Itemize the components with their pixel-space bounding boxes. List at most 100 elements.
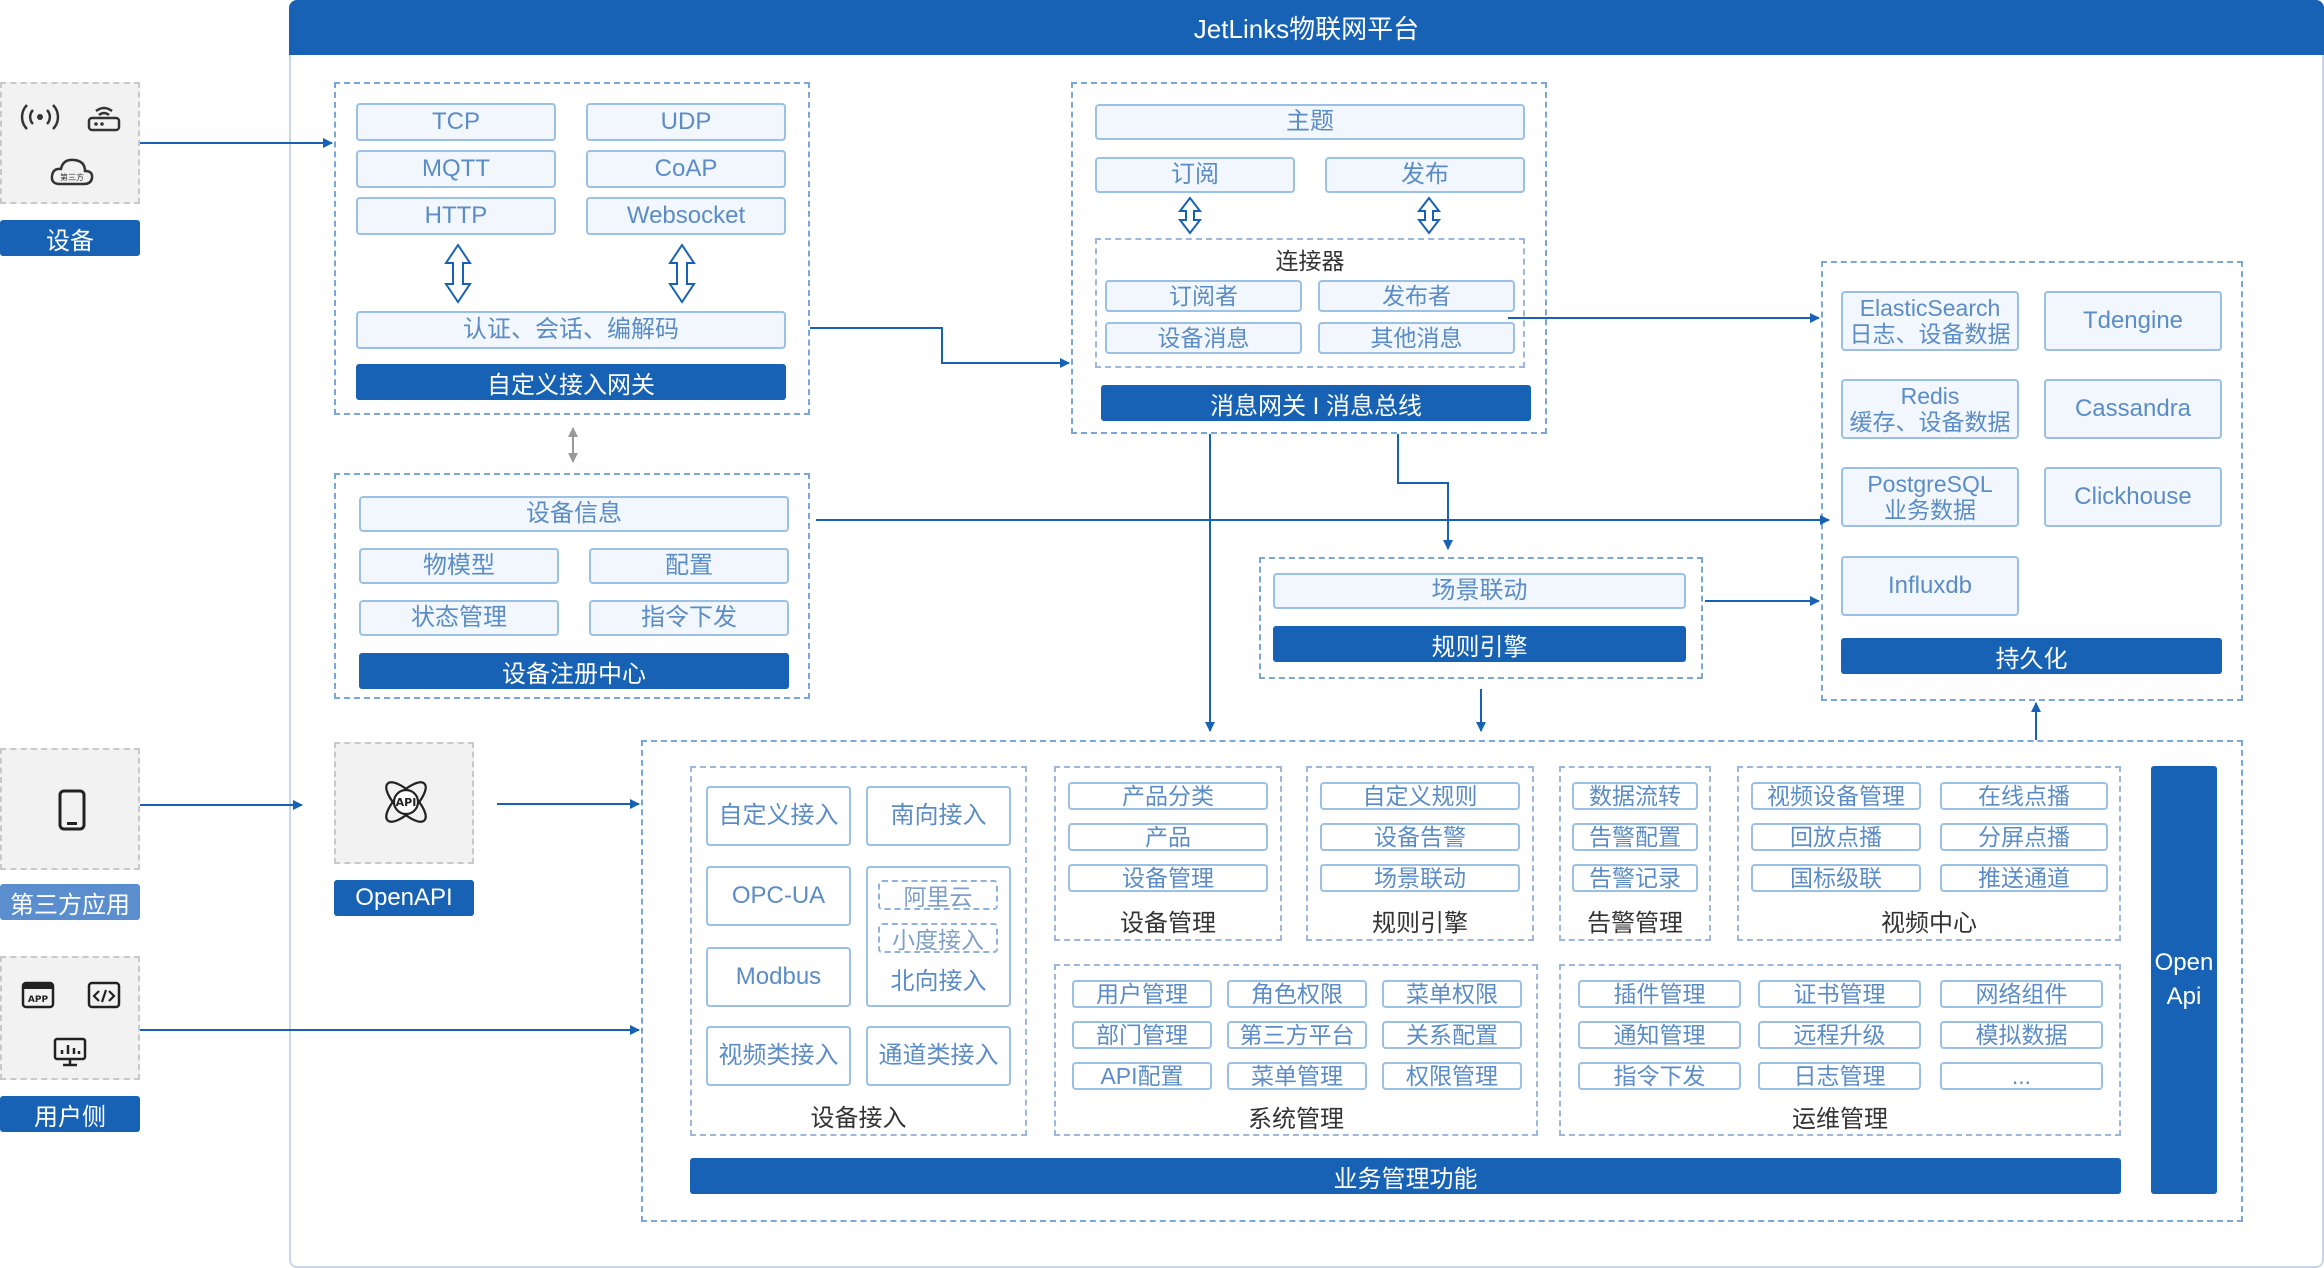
protocol-websocket: Websocket xyxy=(586,197,786,235)
dm-device-management: 设备管理 xyxy=(1068,864,1268,892)
access-opc-ua: OPC-UA xyxy=(706,866,851,926)
openapi-label: OpenAPI xyxy=(334,880,474,916)
access-channel: 通道类接入 xyxy=(866,1026,1011,1086)
bus-topic: 主题 xyxy=(1095,104,1525,140)
arrow-bus-to-rules xyxy=(1397,434,1453,550)
bus-publish: 发布 xyxy=(1325,157,1525,193)
code-window-icon xyxy=(86,980,122,1010)
user-side-label: 用户侧 xyxy=(0,1096,140,1132)
store-tdengine: Tdengine xyxy=(2044,291,2222,351)
store-elasticsearch-name: ElasticSearch xyxy=(1859,294,2001,321)
ops-remote-upgrade: 远程升级 xyxy=(1758,1021,1921,1049)
registry-title: 设备注册中心 xyxy=(359,653,789,689)
registry-state-mgmt: 状态管理 xyxy=(359,600,559,636)
ops-network-component: 网络组件 xyxy=(1940,980,2103,1008)
rules-engine-title: 规则引擎 xyxy=(1273,626,1686,662)
sys-user-mgmt: 用户管理 xyxy=(1072,980,1212,1008)
store-redis-desc: 缓存、设备数据 xyxy=(1849,409,2011,435)
video-title: 视频中心 xyxy=(1881,909,1977,937)
system-title: 系统管理 xyxy=(1248,1105,1344,1133)
protocol-udp: UDP xyxy=(586,103,786,141)
cloud-icon-text: 第三方 xyxy=(60,172,84,182)
store-postgresql: PostgreSQL 业务数据 xyxy=(1841,467,2019,527)
registry-thing-model: 物模型 xyxy=(359,548,559,584)
wireless-signal-icon xyxy=(20,102,60,132)
connector-subscriber: 订阅者 xyxy=(1105,280,1302,312)
double-arrow-publish xyxy=(1416,196,1442,235)
sys-menu-mgmt: 菜单管理 xyxy=(1227,1062,1367,1090)
dm-product: 产品 xyxy=(1068,823,1268,851)
video-split-screen: 分屏点播 xyxy=(1940,823,2108,851)
business-title: 业务管理功能 xyxy=(690,1158,2121,1194)
double-arrow-tcp xyxy=(444,243,472,304)
svg-text:APP: APP xyxy=(28,995,49,1005)
user-side-icon-box: APP xyxy=(0,956,140,1080)
open-api-vertical: Open Api xyxy=(2151,766,2217,1194)
connector-publisher: 发布者 xyxy=(1318,280,1515,312)
devices-label: 设备 xyxy=(0,220,140,256)
access-southbound: 南向接入 xyxy=(866,786,1011,846)
gateway-title: 自定义接入网关 xyxy=(356,364,786,400)
access-modbus: Modbus xyxy=(706,947,851,1007)
double-arrow-subscribe xyxy=(1177,196,1203,235)
third-party-icon-box xyxy=(0,748,140,870)
store-influxdb-name: Influxdb xyxy=(1887,572,1973,600)
auth-session-codec: 认证、会话、编解码 xyxy=(356,311,786,349)
device-access-title: 设备接入 xyxy=(810,1104,907,1132)
devices-icon-box: 第三方 xyxy=(0,82,140,204)
persistence-title: 持久化 xyxy=(1841,638,2222,674)
protocol-coap: CoAP xyxy=(586,150,786,188)
bus-subscribe: 订阅 xyxy=(1095,157,1295,193)
video-device-mgmt: 视频设备管理 xyxy=(1751,782,1921,810)
platform-title: JetLinks物联网平台 xyxy=(289,0,2324,55)
connector-other-message: 其他消息 xyxy=(1318,322,1515,354)
store-elasticsearch: ElasticSearch 日志、设备数据 xyxy=(1841,291,2019,351)
registry-command: 指令下发 xyxy=(589,600,789,636)
store-cassandra: Cassandra xyxy=(2044,379,2222,439)
store-elasticsearch-desc: 日志、设备数据 xyxy=(1849,321,2011,347)
api-icon-text: API xyxy=(396,796,417,809)
protocol-mqtt: MQTT xyxy=(356,150,556,188)
double-arrow-websocket xyxy=(668,243,696,304)
openapi-icon-box: API xyxy=(334,742,474,864)
device-info: 设备信息 xyxy=(359,496,789,532)
mobile-phone-icon xyxy=(54,788,90,834)
sys-perm-mgmt: 权限管理 xyxy=(1382,1062,1522,1090)
store-postgresql-name: PostgreSQL xyxy=(1867,470,1993,497)
sys-role-perm: 角色权限 xyxy=(1227,980,1367,1008)
monitor-chart-icon xyxy=(52,1036,88,1068)
store-postgresql-desc: 业务数据 xyxy=(1884,497,1976,523)
double-arrows xyxy=(444,196,1442,304)
scene-linkage: 场景联动 xyxy=(1273,573,1686,609)
alarm-data-flow: 数据流转 xyxy=(1572,782,1698,810)
ops-command: 指令下发 xyxy=(1578,1062,1741,1090)
ops-mock-data: 模拟数据 xyxy=(1940,1021,2103,1049)
sys-third-party: 第三方平台 xyxy=(1227,1021,1367,1049)
protocol-http: HTTP xyxy=(356,197,556,235)
access-custom: 自定义接入 xyxy=(706,786,851,846)
rules-custom: 自定义规则 xyxy=(1320,782,1520,810)
video-gb-cascade: 国标级联 xyxy=(1751,864,1921,892)
alarm-title: 告警管理 xyxy=(1587,909,1683,937)
rules-scene-linkage: 场景联动 xyxy=(1320,864,1520,892)
video-playback: 回放点播 xyxy=(1751,823,1921,851)
store-clickhouse: Clickhouse xyxy=(2044,467,2222,527)
ops-certificate: 证书管理 xyxy=(1758,980,1921,1008)
store-clickhouse-name: Clickhouse xyxy=(2074,483,2192,511)
store-cassandra-name: Cassandra xyxy=(2074,395,2192,423)
video-push-channel: 推送通道 xyxy=(1940,864,2108,892)
alarm-config: 告警配置 xyxy=(1572,823,1698,851)
device-mgmt-title: 设备管理 xyxy=(1120,909,1216,937)
rules-device-alarm: 设备告警 xyxy=(1320,823,1520,851)
app-icon: APP xyxy=(20,980,56,1010)
ops-log-mgmt: 日志管理 xyxy=(1758,1062,1921,1090)
store-tdengine-name: Tdengine xyxy=(2082,307,2184,335)
ops-plugin: 插件管理 xyxy=(1578,980,1741,1008)
cloud-icon: 第三方 xyxy=(48,154,96,190)
video-live: 在线点播 xyxy=(1940,782,2108,810)
rules-title: 规则引擎 xyxy=(1372,909,1468,937)
sys-relation-config: 关系配置 xyxy=(1382,1021,1522,1049)
protocol-tcp: TCP xyxy=(356,103,556,141)
arrow-gateway-to-bus xyxy=(810,327,1070,368)
